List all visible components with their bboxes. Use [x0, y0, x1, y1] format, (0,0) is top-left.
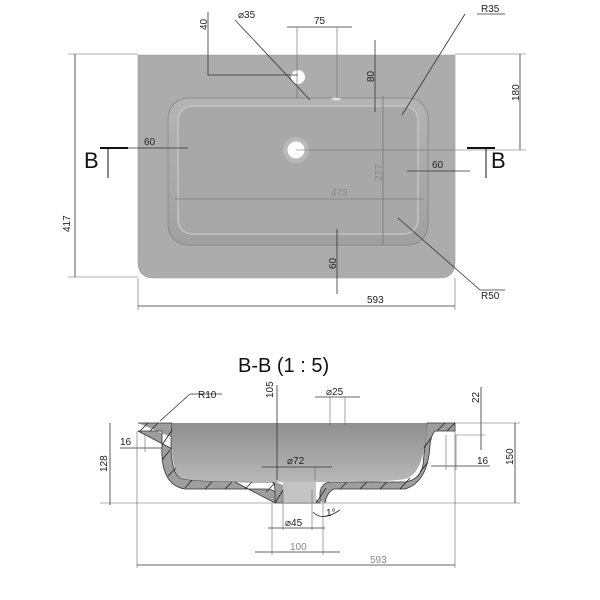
dim-overall-width: 593	[367, 295, 384, 306]
plan-view: 40 ⌀35 75 R35 80 180 60 60 277 473 417 6…	[62, 4, 526, 310]
dim-overflow-diameter: ⌀25	[326, 387, 344, 398]
section-title: B-B (1 : 5)	[238, 355, 329, 377]
section-view: B-B (1 : 5)	[99, 355, 520, 568]
dim-right-rim: 60	[432, 160, 444, 171]
dim-draft-angle: 1°	[326, 508, 336, 519]
dim-overall-width-section: 593	[370, 555, 387, 566]
dim-left-height: 128	[99, 455, 110, 472]
dim-overall-depth: 417	[62, 215, 73, 232]
dim-tap-offset: 40	[199, 18, 210, 30]
dim-bottom-rim: 60	[328, 257, 339, 269]
dim-rim-thickness: 22	[471, 391, 482, 403]
dim-right-lip: 16	[477, 456, 489, 467]
dim-tap-hole-diameter: ⌀35	[238, 10, 256, 21]
dim-basin-depth: 277	[374, 164, 385, 181]
dim-tap-spacing: 75	[314, 16, 326, 27]
tap-hole	[291, 70, 305, 84]
dim-inner-radius: R10	[198, 390, 217, 401]
section-hatching	[139, 422, 456, 504]
dim-left-lip: 16	[120, 437, 132, 448]
dim-basin-width: 473	[331, 188, 348, 199]
dim-drain-diameter: ⌀72	[287, 456, 305, 467]
dim-outlet-width: 100	[290, 542, 307, 553]
section-marker-left: B	[84, 148, 99, 173]
dim-corner-radius-outer: R50	[481, 291, 500, 302]
dim-corner-radius-basin: R35	[481, 4, 500, 15]
dim-left-rim: 60	[144, 137, 156, 148]
basin-interior	[171, 423, 427, 482]
dim-overall-height: 150	[505, 448, 516, 465]
dim-drain-height: 105	[265, 381, 276, 398]
dim-drain-offset: 180	[511, 84, 522, 101]
overflow-slot	[331, 97, 341, 101]
dim-outlet-diameter: ⌀45	[285, 518, 303, 529]
section-marker-right: B	[491, 148, 506, 173]
dim-basin-top-offset: 80	[366, 70, 377, 82]
